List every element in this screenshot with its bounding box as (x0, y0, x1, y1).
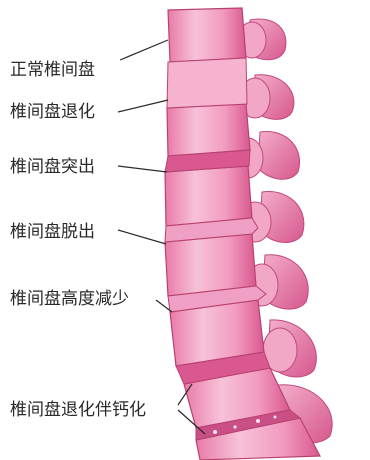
disc-normal (167, 58, 247, 108)
leader-disc-protrusion (118, 166, 167, 172)
label-disc-degeneration: 椎间盘退化 (10, 102, 95, 122)
label-normal-disc: 正常椎间盘 (10, 60, 95, 80)
leader-disc-herniation (118, 230, 166, 244)
leader-normal-disc (120, 40, 168, 60)
label-disc-herniation: 椎间盘脱出 (10, 222, 95, 242)
label-disc-degeneration-calcification: 椎间盘退化伴钙化 (10, 400, 146, 420)
label-disc-protrusion: 椎间盘突出 (10, 157, 95, 177)
leader-disc-degeneration (118, 100, 168, 112)
label-disc-height-reduction: 椎间盘高度减少 (10, 289, 129, 309)
